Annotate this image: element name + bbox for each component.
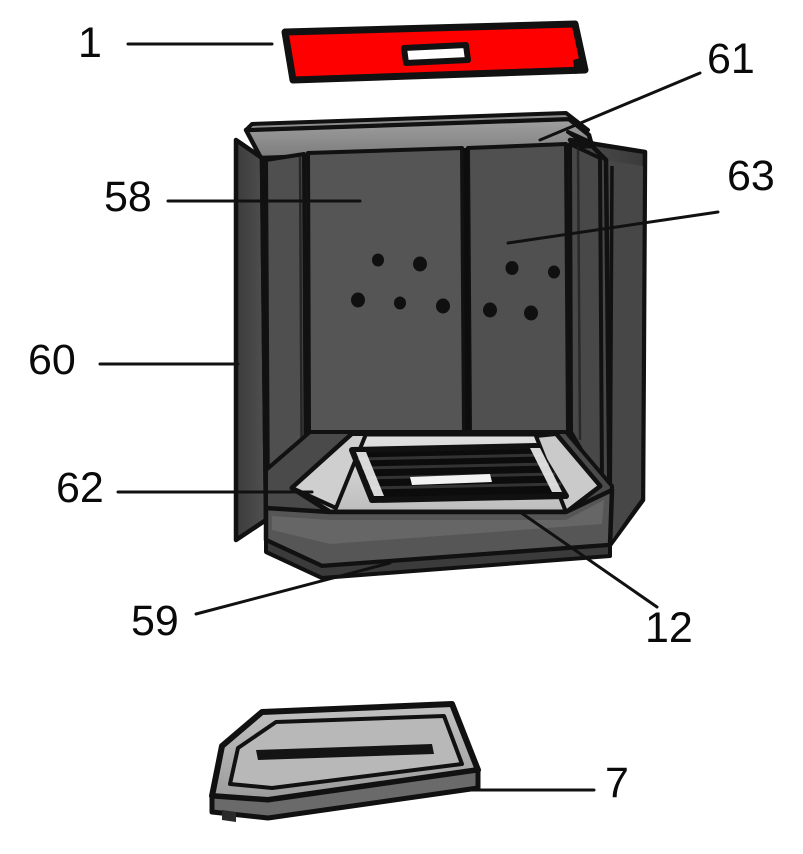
callout-label-1: 1: [78, 19, 102, 67]
part-58-left-rear-liner: [306, 146, 466, 434]
callout-label-12: 12: [645, 604, 693, 652]
ash-pan-divider-rib: [256, 744, 434, 760]
liner-holes-left: [351, 253, 450, 314]
leader-12: [518, 510, 659, 609]
leader-lines: [98, 42, 720, 792]
grate-center-highlight: [410, 474, 492, 485]
part-1-front-top-trim-bar: [281, 20, 589, 84]
callout-label-63: 63: [727, 152, 775, 200]
part-7-ash-pan-drawer: [209, 701, 481, 822]
leader-59: [194, 561, 392, 616]
callout-label-62: 62: [56, 464, 104, 512]
part-62-left-vermiculite: [290, 432, 368, 510]
part-main-firebox-body: [233, 111, 648, 580]
callout-label-59: 59: [131, 597, 179, 645]
liner-holes-right: [483, 261, 560, 321]
leader-63: [506, 210, 720, 245]
callout-label-7: 7: [605, 759, 629, 807]
body-right-inner-liner: [568, 142, 604, 488]
callout-label-58: 58: [104, 173, 152, 221]
callout-label-61: 61: [707, 35, 755, 83]
part-63-right-rear-liner: [466, 142, 570, 434]
ash-pan-front-skirt: [209, 767, 481, 821]
leader-61: [538, 71, 702, 142]
callout-label-60: 60: [28, 336, 76, 384]
